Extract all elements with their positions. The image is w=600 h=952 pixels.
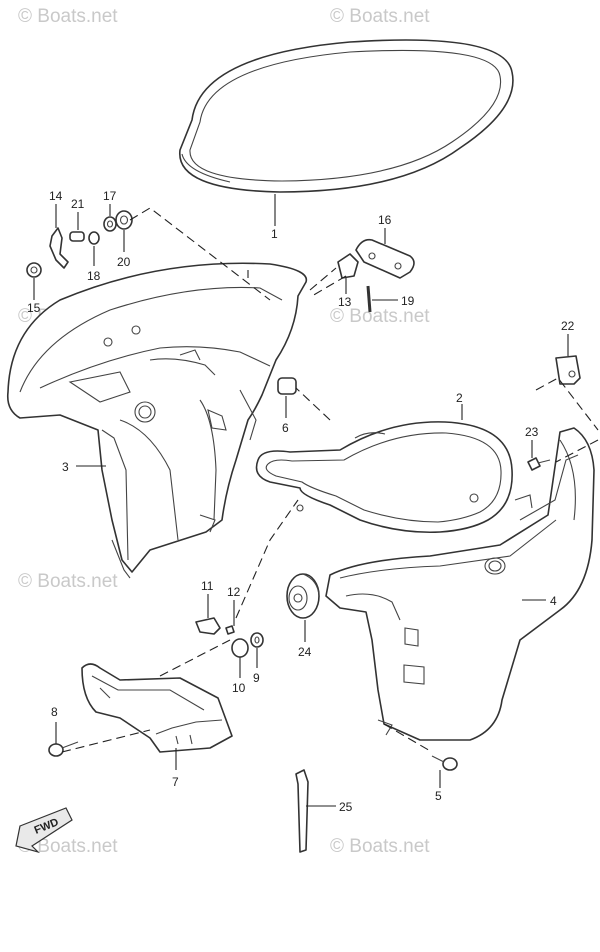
watermark-text: © Boats.net [330, 306, 430, 327]
callout-14: 14 [49, 189, 63, 203]
assembly-lines [61, 207, 599, 753]
ring-part-18 [88, 231, 100, 245]
clip-part-14 [49, 227, 69, 269]
lower-seal-part [255, 404, 513, 534]
screw-part-23 [527, 457, 541, 471]
watermark-text: © Boats.net [18, 6, 118, 27]
callout-23: 23 [525, 425, 539, 439]
hardware-parts [26, 204, 581, 853]
watermark-text: © Boats.net [18, 836, 118, 857]
callout-1: 1 [271, 227, 278, 241]
damper-part-6 [277, 377, 297, 395]
callout-labels: 1 2 3 4 5 6 7 8 9 10 11 12 13 14 15 16 1… [27, 189, 575, 814]
callout-5: 5 [435, 789, 442, 803]
lower-side-cover-part [325, 427, 595, 741]
callout-12: 12 [227, 585, 241, 599]
callout-16: 16 [378, 213, 392, 227]
washer-part-9 [250, 632, 264, 648]
bolt-part-5 [442, 757, 458, 771]
nut-part-15 [26, 262, 42, 278]
callout-21: 21 [71, 197, 85, 211]
grommet-part-10 [231, 638, 249, 658]
callout-11: 11 [201, 579, 214, 593]
callout-8: 8 [51, 705, 58, 719]
washer-part-17 [103, 216, 117, 232]
grommet-part [286, 573, 320, 642]
callout-15: 15 [27, 301, 41, 315]
watermark-text: © Boats.net [330, 836, 430, 857]
callout-19: 19 [401, 294, 415, 308]
tie-strap-part-25 [295, 769, 309, 853]
callout-2: 2 [456, 391, 463, 405]
callout-13: 13 [338, 295, 352, 309]
screw-part-12 [225, 625, 235, 635]
callout-6: 6 [282, 421, 289, 435]
callout-10: 10 [232, 681, 246, 695]
callout-22: 22 [561, 319, 575, 333]
front-lower-cover-part [81, 663, 233, 770]
callout-9: 9 [253, 671, 260, 685]
watermark-text: © Boats.net [18, 571, 118, 592]
watermark-text: © Boats.net [330, 6, 430, 27]
callout-17: 17 [103, 189, 117, 203]
callout-18: 18 [87, 269, 101, 283]
callout-7: 7 [172, 775, 179, 789]
pin-part-21 [69, 231, 85, 242]
bush-part-20 [115, 210, 133, 230]
latch-part-13 [337, 253, 359, 279]
callout-24: 24 [298, 645, 312, 659]
callout-25: 25 [339, 800, 353, 814]
latch-plate-part-16 [355, 238, 415, 279]
bracket-part-22 [555, 355, 581, 385]
upper-side-cover-part [6, 262, 308, 579]
forward-arrow-icon: FWD [15, 807, 73, 854]
clip-part-11 [195, 617, 221, 635]
callout-20: 20 [117, 255, 131, 269]
callout-3: 3 [62, 460, 69, 474]
bolt-part-8 [48, 743, 64, 757]
seal-ring-part [179, 39, 514, 226]
callout-4: 4 [550, 594, 557, 608]
